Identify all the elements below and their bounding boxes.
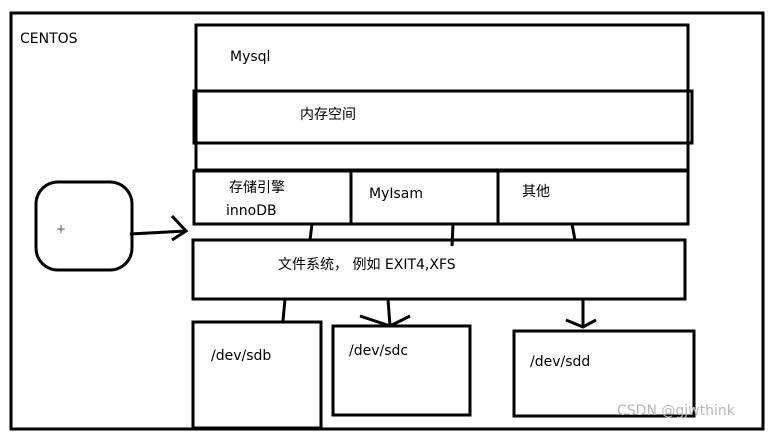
memory-space-label: 内存空间 — [300, 107, 356, 123]
mysql-label: Mysql — [230, 49, 271, 65]
device-sdc-label: /dev/sdc — [349, 343, 409, 359]
innodb-label: innoDB — [226, 203, 277, 219]
device-sdc-box — [331, 324, 472, 417]
filesystem-label: 文件系统， 例如 EXIT4,XFS — [278, 257, 456, 273]
memory-space-box — [192, 89, 694, 145]
device-sdd-label: /dev/sdd — [530, 354, 591, 370]
connector-fs-sdd — [565, 299, 597, 329]
connector-fs-sdc — [359, 298, 411, 328]
storage-engine-label: 存储引擎 — [229, 180, 285, 196]
connector-myisam-fs — [450, 223, 455, 247]
device-sdb-box — [191, 320, 323, 430]
client-arrow — [129, 214, 189, 242]
device-sdd-box — [512, 329, 696, 418]
csdn-watermark: CSDN @gjwthink — [617, 403, 735, 419]
connector-innodb-fs — [308, 223, 314, 241]
centos-frame — [9, 11, 765, 431]
other-engine-label: 其他 — [522, 184, 550, 200]
client-box — [34, 180, 134, 272]
myisam-label: MyIsam — [369, 186, 424, 202]
connector-fs-sdb — [281, 298, 287, 322]
device-sdb-label: /dev/sdb — [211, 348, 272, 364]
storage-engine-row — [192, 169, 690, 226]
cursor-crosshair-icon: + — [56, 222, 66, 236]
filesystem-box — [191, 238, 687, 301]
centos-label: CENTOS — [20, 31, 78, 47]
mysql-box — [194, 23, 690, 172]
connector-other-fs — [570, 223, 577, 241]
